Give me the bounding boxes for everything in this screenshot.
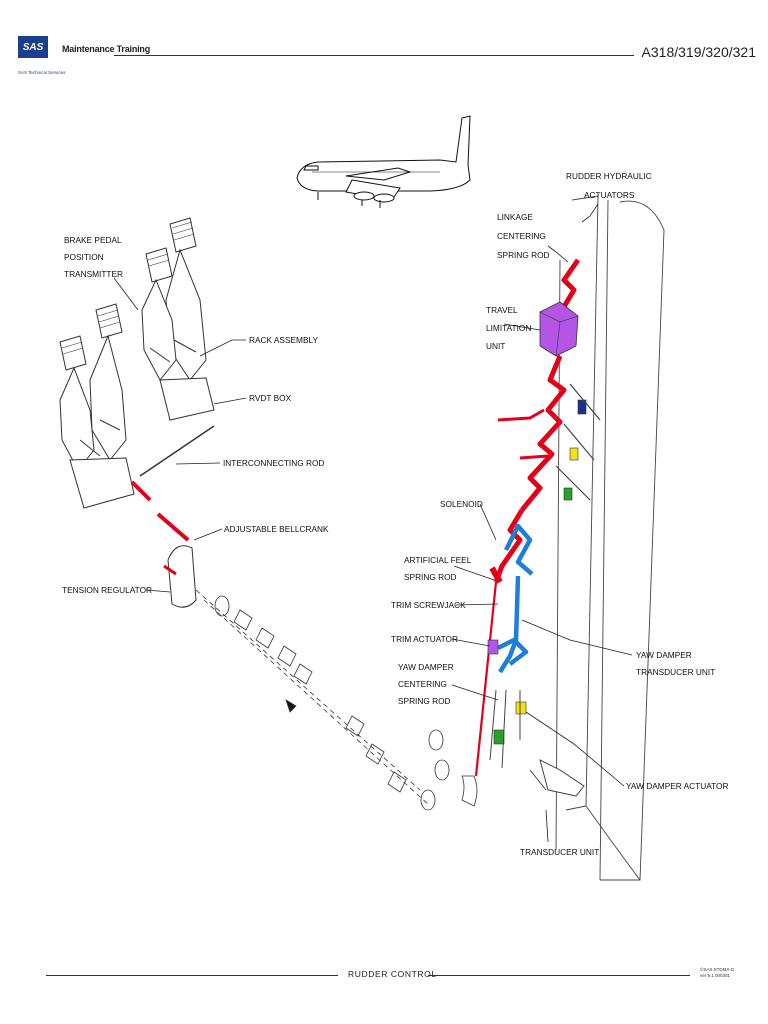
label-artificial-2: SPRING ROD bbox=[404, 572, 457, 582]
label-rudder-hydraulic-2: ACTUATORS bbox=[584, 190, 635, 200]
copyright-line-2: ver 9.1 000301 bbox=[700, 973, 731, 978]
label-linkage-1: LINKAGE bbox=[497, 212, 533, 222]
label-travel-1: TRAVEL bbox=[486, 305, 518, 315]
training-label: Maintenance Training bbox=[62, 44, 151, 54]
cable-run bbox=[195, 589, 478, 811]
footer-title: RUDDER CONTROL bbox=[348, 969, 437, 979]
trim-actuator bbox=[487, 639, 499, 655]
yaw-damper-actuators bbox=[489, 689, 527, 769]
label-artificial-1: ARTIFICIAL FEEL bbox=[404, 555, 472, 565]
label-rudder-hydraulic-1: RUDDER HYDRAULIC bbox=[566, 171, 652, 181]
footer-divider-right bbox=[428, 975, 690, 976]
header-divider bbox=[114, 55, 634, 56]
label-tension-regulator: TENSION REGULATOR bbox=[62, 585, 152, 595]
label-yaw-centering-3: SPRING ROD bbox=[398, 696, 451, 706]
component-labels: RUDDER HYDRAULIC ACTUATORS LINKAGE CENTE… bbox=[62, 171, 729, 857]
label-yaw-transducer-2: TRANSDUCER UNIT bbox=[636, 667, 715, 677]
aircraft-models: A318/319/320/321 bbox=[641, 44, 756, 60]
label-interconnecting-rod: INTERCONNECTING ROD bbox=[223, 458, 324, 468]
rudder-actuators bbox=[555, 383, 601, 501]
label-brake-3: TRANSMITTER bbox=[64, 269, 123, 279]
hydraulic-linkage bbox=[496, 523, 534, 674]
label-yaw-damper-actuator: YAW DAMPER ACTUATOR bbox=[626, 781, 729, 791]
label-travel-2: LIMITATION bbox=[486, 323, 531, 333]
label-transducer-unit: TRANSDUCER UNIT bbox=[520, 847, 599, 857]
logo-subtitle: SAS Technical Services bbox=[18, 70, 66, 75]
rudder-linkage-chain bbox=[474, 258, 581, 777]
label-yaw-transducer-1: YAW DAMPER bbox=[636, 650, 692, 660]
rudder-pedal-assemblies bbox=[59, 217, 215, 509]
label-linkage-3: SPRING ROD bbox=[497, 250, 550, 260]
sas-logo: SAS bbox=[18, 36, 48, 58]
rudder-structure bbox=[555, 195, 665, 881]
travel-limitation-unit bbox=[539, 301, 579, 357]
label-rvdt-box: RVDT BOX bbox=[249, 393, 292, 403]
label-brake-2: POSITION bbox=[64, 252, 104, 262]
label-rack-assembly: RACK ASSEMBLY bbox=[249, 335, 318, 345]
label-adjustable-bellcrank: ADJUSTABLE BELLCRANK bbox=[224, 524, 329, 534]
tension-regulator bbox=[163, 545, 197, 608]
label-trim-screwjack: TRIM SCREWJACK bbox=[391, 600, 466, 610]
transducer-unit bbox=[529, 759, 585, 797]
interconnecting-rod bbox=[130, 425, 215, 542]
label-yaw-centering-1: YAW DAMPER bbox=[398, 662, 454, 672]
label-solenoid: SOLENOID bbox=[440, 499, 483, 509]
footer-divider-left bbox=[46, 975, 338, 976]
leader-lines bbox=[113, 203, 633, 843]
label-yaw-centering-2: CENTERING bbox=[398, 679, 447, 689]
aircraft-silhouette bbox=[296, 115, 471, 208]
label-brake-1: BRAKE PEDAL bbox=[64, 235, 122, 245]
label-trim-actuator: TRIM ACTUATOR bbox=[391, 634, 458, 644]
label-travel-3: UNIT bbox=[486, 341, 505, 351]
copyright-line-1: ©SAS STDMX-D bbox=[700, 967, 735, 972]
label-linkage-2: CENTERING bbox=[497, 231, 546, 241]
footer-copyright: ©SAS STDMX-D ver 9.1 000301 bbox=[700, 967, 734, 979]
